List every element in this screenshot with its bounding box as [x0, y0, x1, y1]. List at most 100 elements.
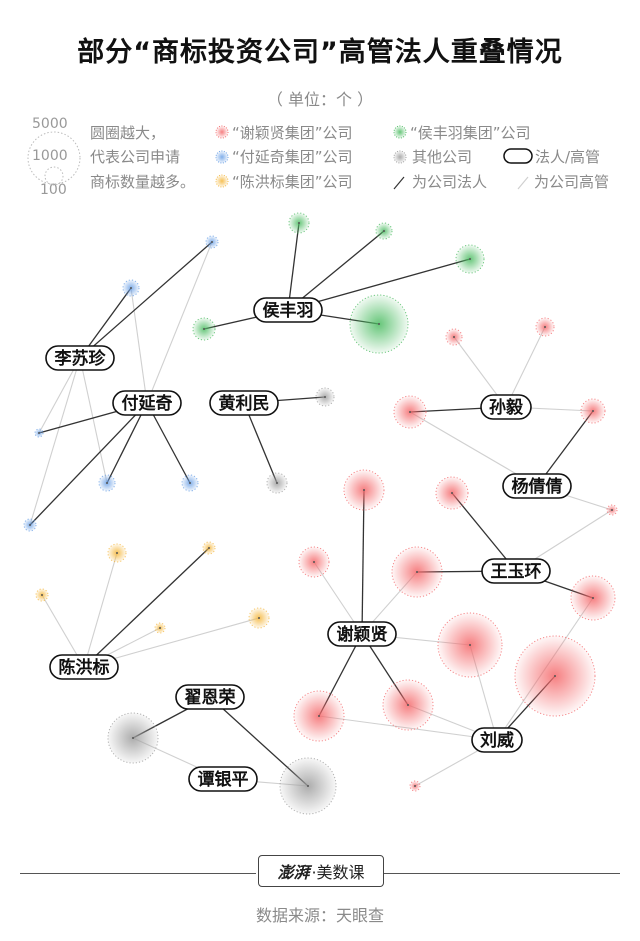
executive-link	[79, 357, 108, 484]
size-legend-circles	[27, 131, 81, 186]
legend-other-swatch	[393, 150, 407, 164]
person-node: 杨倩倩	[502, 473, 572, 499]
person-name: 付延奇	[122, 393, 173, 414]
data-source: 数据来源：天眼查	[255, 906, 384, 925]
unit-label: （ 单位：个 ）	[266, 90, 374, 109]
person-node: 黄利民	[209, 390, 279, 416]
person-name: 王玉环	[491, 562, 542, 582]
legend-person-shape	[503, 148, 533, 164]
legend-chen-swatch	[215, 174, 229, 188]
page-title: 部分“商标投资公司”高管法人重叠情况	[77, 37, 563, 68]
executive-link	[130, 287, 148, 404]
person-name: 侯丰羽	[263, 300, 314, 321]
company-node-xie	[343, 469, 385, 511]
person-name: 翟恩荣	[185, 688, 236, 708]
brand-logo: 澎湃 ·美数课	[258, 855, 384, 887]
person-node: 谢颖贤	[327, 621, 397, 647]
company-node-other	[315, 387, 335, 407]
company-node-xie	[570, 575, 616, 621]
size-legend-100: 100	[40, 182, 67, 198]
person-node: 付延奇	[112, 390, 182, 416]
company-node-xie	[514, 635, 596, 717]
company-node-xie	[606, 504, 618, 516]
footer-divider-left	[20, 873, 256, 874]
legend-legal-line-label: 为公司法人	[412, 173, 488, 191]
person-name: 谢颖贤	[337, 624, 388, 645]
company-node-xie	[580, 398, 606, 424]
company-node-other	[107, 712, 159, 764]
person-name: 杨倩倩	[512, 476, 563, 497]
company-node-chen	[154, 622, 166, 634]
company-node-xie	[382, 679, 434, 731]
company-node-xie	[391, 546, 443, 598]
company-node-fu	[23, 518, 37, 532]
brand-mark: 澎湃	[277, 863, 310, 882]
person-node: 谭银平	[188, 766, 258, 792]
legal-rep-link	[361, 489, 365, 635]
legend-fu-group: “付延奇集团”公司	[232, 148, 353, 166]
legend-swatches	[215, 125, 533, 190]
company-node-other	[279, 757, 337, 815]
size-legend-desc-1: 圆圈越大，	[90, 124, 166, 142]
company-node-chen	[202, 541, 216, 555]
person-node: 刘威	[471, 727, 523, 753]
company-node-xie	[293, 690, 345, 742]
company-node-fu	[205, 235, 219, 249]
person-node: 王玉环	[481, 558, 551, 584]
company-node-fu	[98, 474, 116, 492]
company-node-xie	[535, 317, 555, 337]
legal-rep-link	[287, 222, 300, 311]
legal-rep-link	[451, 492, 517, 572]
legend-other-group: 其他公司	[412, 148, 473, 166]
person-node: 陈洪标	[49, 654, 119, 680]
legend-person-shape-label: 法人/高管	[535, 148, 601, 166]
legal-rep-link	[243, 402, 278, 484]
legend-fu-swatch	[215, 150, 229, 164]
legend-hou-group: “侯丰羽集团”公司	[410, 124, 531, 142]
company-node-xie	[298, 546, 330, 578]
legend-xie-swatch	[215, 125, 229, 139]
legend-exec-line-label: 为公司高管	[534, 173, 610, 191]
company-node-xie	[437, 612, 503, 678]
person-name: 孙毅	[489, 397, 524, 418]
legend-hou-swatch	[393, 125, 407, 139]
executive-link	[29, 357, 81, 526]
legal-rep-link	[83, 547, 210, 668]
company-node-chen	[248, 607, 270, 629]
company-node-fu	[181, 474, 199, 492]
person-node: 孙毅	[480, 394, 532, 420]
person-node: 李苏珍	[45, 345, 115, 371]
person-node: 侯丰羽	[253, 297, 323, 323]
size-legend-5000: 5000	[32, 116, 68, 132]
company-node-chen	[35, 588, 49, 602]
company-node-chen	[107, 543, 127, 563]
company-node-xie	[409, 780, 421, 792]
legal-rep-link	[29, 402, 148, 526]
company-node-xie	[435, 476, 469, 510]
legend-legal-line	[393, 176, 405, 190]
legend-chen-group: “陈洪标集团”公司	[232, 173, 353, 191]
person-name: 谭银平	[198, 769, 249, 790]
company-node-fu	[122, 279, 140, 297]
company-node-xie	[445, 328, 463, 346]
size-legend-desc-3: 商标数量越多。	[90, 173, 196, 191]
brand-sub: ·美数课	[311, 863, 365, 882]
company-node-hou	[375, 222, 393, 240]
company-node-hou	[288, 212, 310, 234]
company-node-other	[266, 472, 288, 494]
footer-divider-right	[384, 873, 620, 874]
legal-rep-link	[287, 230, 385, 311]
person-name: 刘威	[480, 730, 514, 751]
legend-xie-group: “谢颖贤集团”公司	[232, 124, 353, 142]
size-legend-desc-2: 代表公司申请	[90, 148, 181, 166]
legend-exec-line	[517, 176, 529, 190]
person-name: 陈洪标	[59, 657, 110, 678]
executive-link	[505, 326, 546, 408]
executive-link	[83, 552, 118, 668]
company-node-hou	[192, 317, 216, 341]
company-layer	[23, 212, 618, 815]
person-name: 李苏珍	[55, 348, 107, 369]
company-node-hou	[455, 244, 485, 274]
